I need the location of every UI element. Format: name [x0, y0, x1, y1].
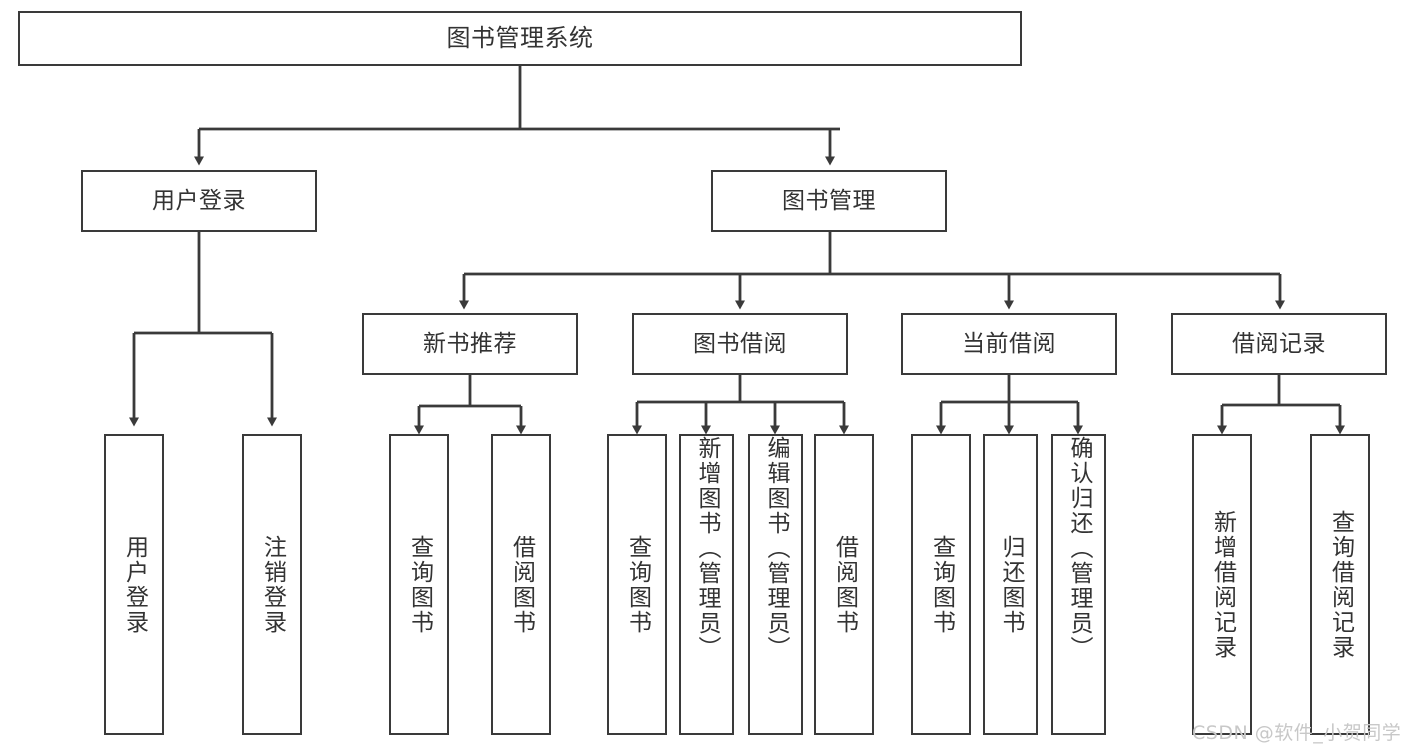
leaf-add-book-admin[interactable]: 新增图书（管理员） [679, 434, 734, 735]
node-new-book-recommend[interactable]: 新书推荐 [362, 313, 578, 375]
node-root-system[interactable]: 图书管理系统 [18, 11, 1022, 66]
node-label: 图书借阅 [693, 330, 787, 357]
leaf-borrow-book[interactable]: 借阅图书 [814, 434, 874, 735]
node-label: 图书管理 [782, 187, 876, 214]
node-label: 用户登录 [121, 534, 148, 635]
leaf-query-book-current[interactable]: 查询图书 [911, 434, 971, 735]
node-label: 注销登录 [259, 534, 286, 635]
node-label: 图书管理系统 [446, 23, 594, 52]
node-label: 用户登录 [152, 187, 246, 214]
node-label: 新书推荐 [423, 330, 517, 357]
node-label: 借阅图书 [508, 534, 535, 635]
leaf-logout[interactable]: 注销登录 [242, 434, 302, 735]
node-label: 借阅图书 [831, 534, 858, 635]
node-label: 借阅记录 [1232, 330, 1326, 357]
node-label: 新增图书（管理员） [694, 436, 720, 661]
leaf-return-book[interactable]: 归还图书 [983, 434, 1038, 735]
leaf-borrow-book-recommend[interactable]: 借阅图书 [491, 434, 551, 735]
leaf-add-borrow-record[interactable]: 新增借阅记录 [1192, 434, 1252, 735]
node-current-borrow[interactable]: 当前借阅 [901, 313, 1117, 375]
node-label: 归还图书 [998, 534, 1024, 635]
node-label: 编辑图书（管理员） [763, 436, 789, 661]
node-label: 查询图书 [406, 534, 433, 635]
leaf-confirm-return-admin[interactable]: 确认归还（管理员） [1051, 434, 1106, 735]
csdn-watermark: CSDN @软件_小贺同学 [1192, 722, 1402, 744]
node-book-borrow[interactable]: 图书借阅 [632, 313, 848, 375]
node-label: 查询图书 [624, 534, 651, 635]
node-book-management[interactable]: 图书管理 [711, 170, 947, 232]
leaf-edit-book-admin[interactable]: 编辑图书（管理员） [748, 434, 803, 735]
node-label: 查询借阅记录 [1327, 509, 1354, 660]
leaf-query-book-borrow[interactable]: 查询图书 [607, 434, 667, 735]
leaf-user-login[interactable]: 用户登录 [104, 434, 164, 735]
node-user-login[interactable]: 用户登录 [81, 170, 317, 232]
leaf-query-borrow-record[interactable]: 查询借阅记录 [1310, 434, 1370, 735]
node-label: 查询图书 [928, 534, 955, 635]
node-label: 确认归还（管理员） [1066, 436, 1092, 661]
node-label: 新增借阅记录 [1209, 509, 1236, 660]
leaf-query-book-recommend[interactable]: 查询图书 [389, 434, 449, 735]
node-label: 当前借阅 [962, 330, 1056, 357]
node-borrow-record[interactable]: 借阅记录 [1171, 313, 1387, 375]
